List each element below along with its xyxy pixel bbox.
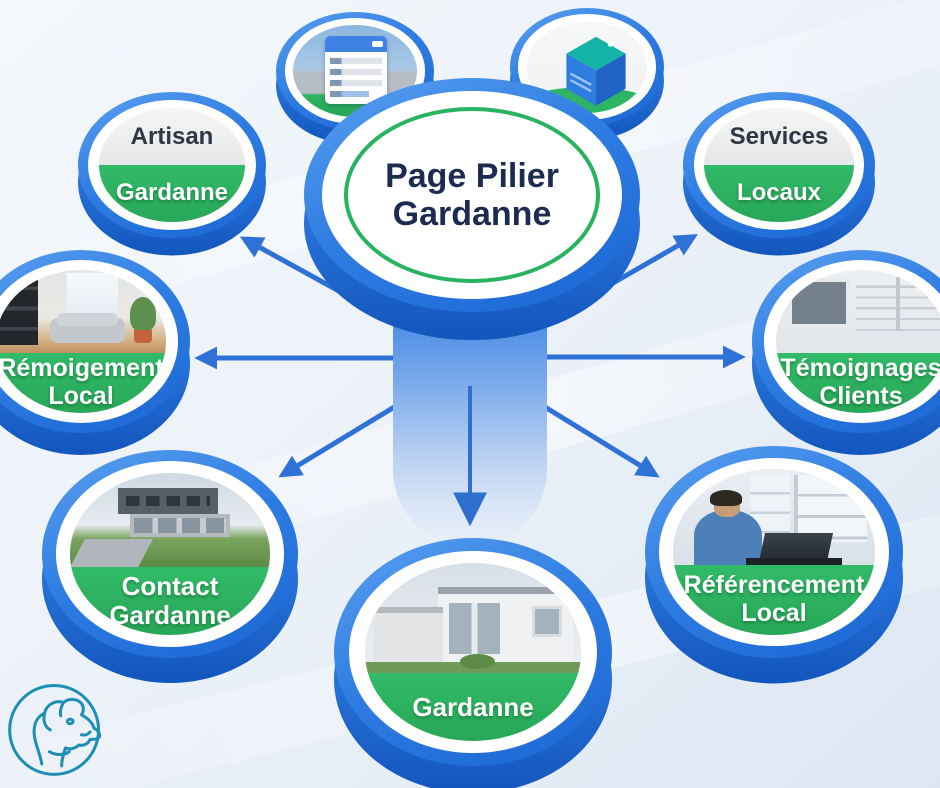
contact-label-line1: Contact (121, 571, 219, 602)
center-green-ring (343, 106, 601, 284)
man-shirt (693, 509, 762, 566)
node-artisan-gardanne: Artisan Gardanne (78, 92, 266, 256)
house-window-small (531, 605, 562, 637)
node-contact-gardanne: Contact Gardanne (42, 450, 298, 683)
cube-icon (566, 36, 626, 106)
office-shelf-post (896, 276, 901, 332)
temoignages-label-line1: Témoignages (780, 354, 940, 383)
node-temoignages-clients: Témoignages Clients (752, 250, 940, 455)
center-title: Page Pilier Gardanne (385, 157, 559, 233)
gardanne-face: Gardanne (364, 563, 582, 741)
house-garage (373, 607, 443, 667)
temoignages-label-line2: Clients (819, 381, 903, 410)
referencement-label-line2: Local (741, 598, 807, 627)
contact-label-line2: Gardanne (109, 600, 231, 631)
window-panes (794, 475, 867, 543)
temoignages-face: Témoignages Clients (775, 270, 940, 413)
form-header (325, 36, 388, 52)
livingroom-pot (133, 329, 153, 343)
livingroom-plant (130, 296, 156, 332)
referencement-face: Référencement Local (673, 469, 875, 635)
node-referencement-local: Référencement Local (645, 446, 903, 684)
livingroom-sofa-back (57, 313, 119, 327)
node-remoigement-local: Rémoigement Local (0, 250, 190, 455)
contact-face: Contact Gardanne (70, 472, 270, 636)
form-row (330, 68, 383, 75)
building-upper (118, 487, 218, 515)
form-header-button (371, 40, 383, 47)
man-laptop-photo (673, 469, 875, 566)
gardanne-label: Gardanne (412, 691, 534, 722)
center-title-line1: Page Pilier (385, 156, 559, 195)
remoigement-label-line2: Local (48, 381, 114, 410)
center-node: Page Pilier Gardanne (304, 78, 640, 341)
form-row (330, 79, 383, 86)
dog-logo-icon (8, 683, 102, 776)
laptop-base (745, 557, 843, 566)
livingroom-photo (0, 270, 167, 353)
artisan-face: Artisan Gardanne (98, 108, 246, 222)
form-row (330, 90, 369, 97)
house-bush (459, 653, 495, 669)
office-photo (775, 270, 940, 353)
man-hair (709, 490, 742, 506)
form-row (330, 57, 383, 64)
remoigement-face: Rémoigement Local (0, 270, 167, 413)
building-glass (134, 518, 226, 533)
form-card-icon (325, 36, 388, 105)
center-face: Page Pilier Gardanne (340, 103, 604, 287)
building-lower (130, 514, 230, 537)
services-face: Services Locaux (704, 108, 854, 222)
remoigement-label-line1: Rémoigement (0, 354, 164, 383)
house-window (449, 603, 501, 654)
house-main (438, 587, 573, 668)
referencement-label-line1: Référencement (683, 571, 865, 600)
office-board (787, 278, 851, 328)
house-photo (364, 563, 582, 674)
livingroom-appliance (0, 270, 39, 345)
building-windows (126, 495, 210, 506)
center-title-line2: Gardanne (392, 195, 552, 233)
node-gardanne: Gardanne (334, 538, 612, 788)
building-photo (70, 472, 270, 567)
node-services-locaux: Services Locaux (683, 92, 875, 256)
